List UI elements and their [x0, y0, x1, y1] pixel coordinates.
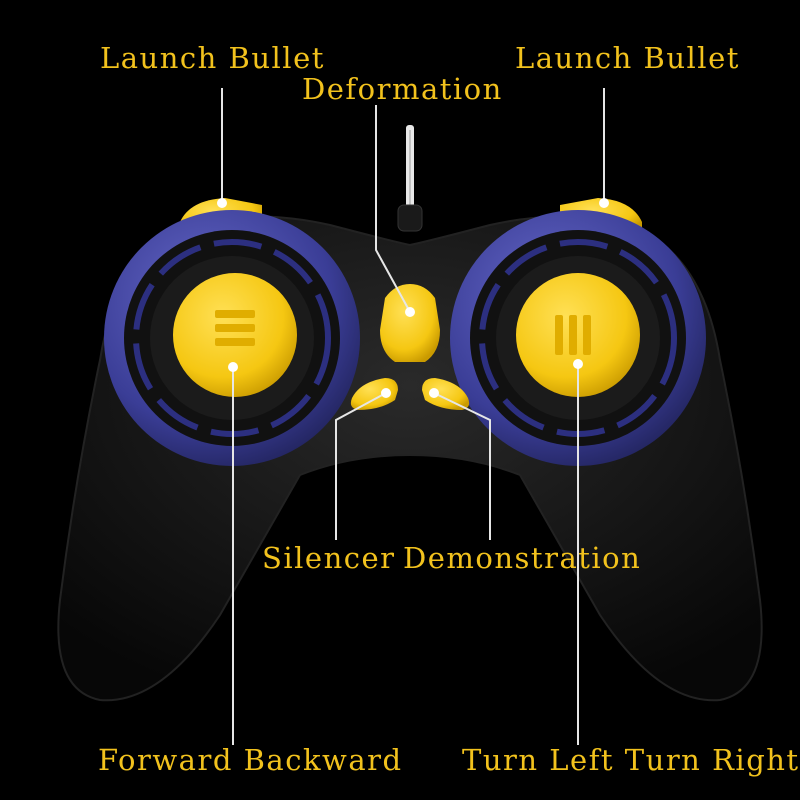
- deformation-label: Deformation: [302, 72, 503, 106]
- leader-lines: [217, 88, 609, 745]
- silencer-button[interactable]: [350, 378, 398, 410]
- deformation-button[interactable]: [380, 284, 440, 362]
- demonstration-label: Demonstration: [403, 541, 642, 575]
- turn-left-right-joystick[interactable]: [516, 273, 640, 397]
- launch-bullet-left-label: Launch Bullet: [100, 41, 325, 75]
- antenna: [397, 125, 423, 232]
- forward-backward-label: Forward Backward: [98, 743, 403, 777]
- forward-backward-joystick[interactable]: [173, 273, 297, 397]
- turn-left-right-label: Turn Left Turn Right: [462, 743, 800, 777]
- silencer-label: Silencer: [262, 541, 396, 575]
- demonstration-button[interactable]: [422, 378, 470, 410]
- launch-bullet-right-label: Launch Bullet: [515, 41, 740, 75]
